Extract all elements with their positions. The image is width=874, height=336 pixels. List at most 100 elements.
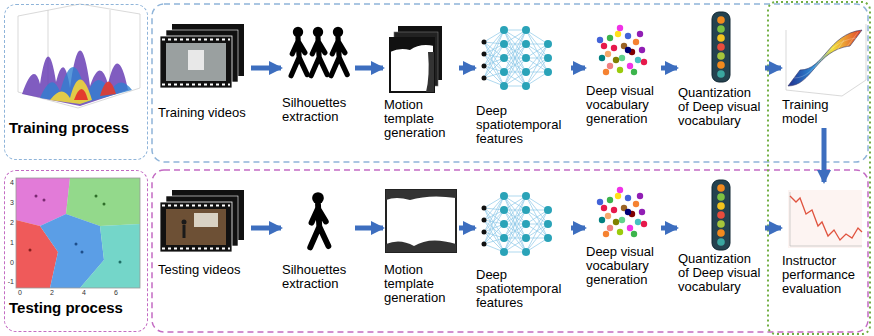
quantization-bar	[712, 12, 730, 82]
training-pipeline-frame	[152, 4, 868, 162]
video-frames	[160, 190, 244, 252]
stage-label: Testing process	[9, 299, 143, 317]
motion-template	[386, 190, 456, 252]
stage-label: Quantization of Deep visual vocabulary	[678, 252, 764, 294]
motion-template	[426, 52, 434, 92]
axis-tick: 0	[14, 289, 26, 297]
video-frames	[160, 202, 232, 252]
neural-network	[482, 26, 553, 90]
pipeline-stage: Motion template generation	[384, 186, 458, 305]
pipeline-stage: Quantization of Deep visual vocabulary	[678, 178, 764, 294]
stage-label: Training videos	[158, 106, 250, 120]
motion-template	[386, 240, 456, 252]
neural-network	[482, 192, 553, 256]
video-frames	[182, 220, 187, 225]
decision-region-plot	[119, 261, 122, 264]
performance-line-chart	[790, 192, 862, 246]
performance-line-chart	[788, 190, 862, 248]
motion-template	[390, 26, 442, 92]
sigmoid-surface	[788, 30, 862, 86]
pipeline-stage: Silhouettes extraction	[282, 188, 354, 291]
performance-line-chart	[790, 196, 862, 240]
video-frames	[160, 36, 232, 88]
performance-line-chart	[788, 190, 862, 248]
pipeline-stage: Training model	[782, 22, 866, 126]
decision-region-plot	[80, 224, 140, 288]
stage-label: Deep spatiotemporal features	[476, 268, 570, 310]
video-frames	[162, 205, 230, 207]
flow-arrow	[822, 128, 827, 182]
pipeline-stage: Testing videos	[158, 188, 250, 277]
flow-arrow	[661, 66, 677, 71]
video-frames	[166, 43, 226, 81]
video-frames	[183, 225, 186, 238]
flow-arrow	[661, 226, 677, 231]
stage-label: Testing videos	[158, 263, 250, 277]
flow-arrow	[571, 226, 585, 231]
walker-silhouette	[331, 27, 347, 76]
decision-region-plot	[29, 249, 32, 252]
decision-region-plot	[103, 203, 106, 206]
stage-label: Silhouettes extraction	[282, 263, 354, 291]
walker-silhouette	[310, 192, 328, 247]
video-frames	[166, 209, 226, 245]
model-frame	[768, 2, 870, 334]
quantization-bar	[712, 180, 730, 250]
flow-arrow	[765, 66, 781, 71]
flow-arrow	[765, 226, 781, 231]
video-frames	[188, 50, 204, 70]
pipeline-stage: Deep spatiotemporal features	[476, 16, 570, 146]
axis-tick: 2	[46, 289, 58, 297]
video-frames	[162, 84, 230, 86]
decision-region-plot	[16, 178, 140, 288]
stage-label: Deep visual vocabulary generation	[586, 245, 660, 287]
flow-arrow	[251, 66, 281, 71]
visual-vocabulary-cluster	[597, 187, 647, 237]
decision-region-plot	[43, 199, 46, 202]
decision-region-plot	[16, 178, 140, 288]
video-frames	[162, 248, 230, 250]
axis-tick: 3	[2, 199, 14, 207]
flow-arrow	[571, 66, 585, 71]
surface-plot	[18, 4, 140, 108]
walker-silhouette	[311, 27, 327, 76]
process-group: Testing process	[4, 170, 148, 332]
surface-plot	[40, 67, 132, 104]
stage-label: Training process	[9, 119, 143, 137]
process-group: Training process	[4, 4, 148, 160]
flow-arrow	[459, 226, 475, 231]
axis-tick: 4	[78, 289, 90, 297]
pipeline-stage: Quantization of Deep visual vocabulary	[678, 10, 764, 128]
sigmoid-surface	[786, 24, 866, 96]
motion-template	[390, 38, 434, 52]
video-frames	[194, 213, 218, 227]
decision-region-plot	[81, 251, 84, 254]
stage-label: Motion template generation	[384, 98, 458, 140]
surface-plot	[50, 79, 92, 104]
stage-label: Deep spatiotemporal features	[476, 104, 570, 146]
axis-tick: 0	[2, 259, 14, 267]
visual-vocabulary-cluster	[597, 25, 647, 75]
axis-tick: -1	[2, 278, 14, 286]
stage-label: Deep visual vocabulary generation	[586, 84, 660, 126]
flow-arrow	[459, 66, 475, 71]
decision-region-plot	[95, 195, 98, 198]
surface-plot	[18, 4, 140, 108]
flow-arrow	[251, 226, 281, 231]
decision-region-plot	[16, 178, 140, 288]
video-frames	[160, 24, 244, 88]
motion-template	[386, 190, 456, 200]
flow-arrow	[355, 226, 383, 231]
axis-tick: 6	[110, 289, 122, 297]
walker-silhouette	[291, 27, 307, 76]
motion-template	[386, 190, 456, 252]
decision-region-plot	[35, 195, 38, 198]
axis-tick: 1	[2, 239, 14, 247]
pipeline-stage: Deep spatiotemporal features	[476, 184, 570, 310]
pipeline-stage: Motion template generation	[384, 22, 458, 140]
surface-plot	[74, 89, 88, 100]
sigmoid-surface	[794, 32, 858, 86]
video-frames	[162, 39, 230, 41]
